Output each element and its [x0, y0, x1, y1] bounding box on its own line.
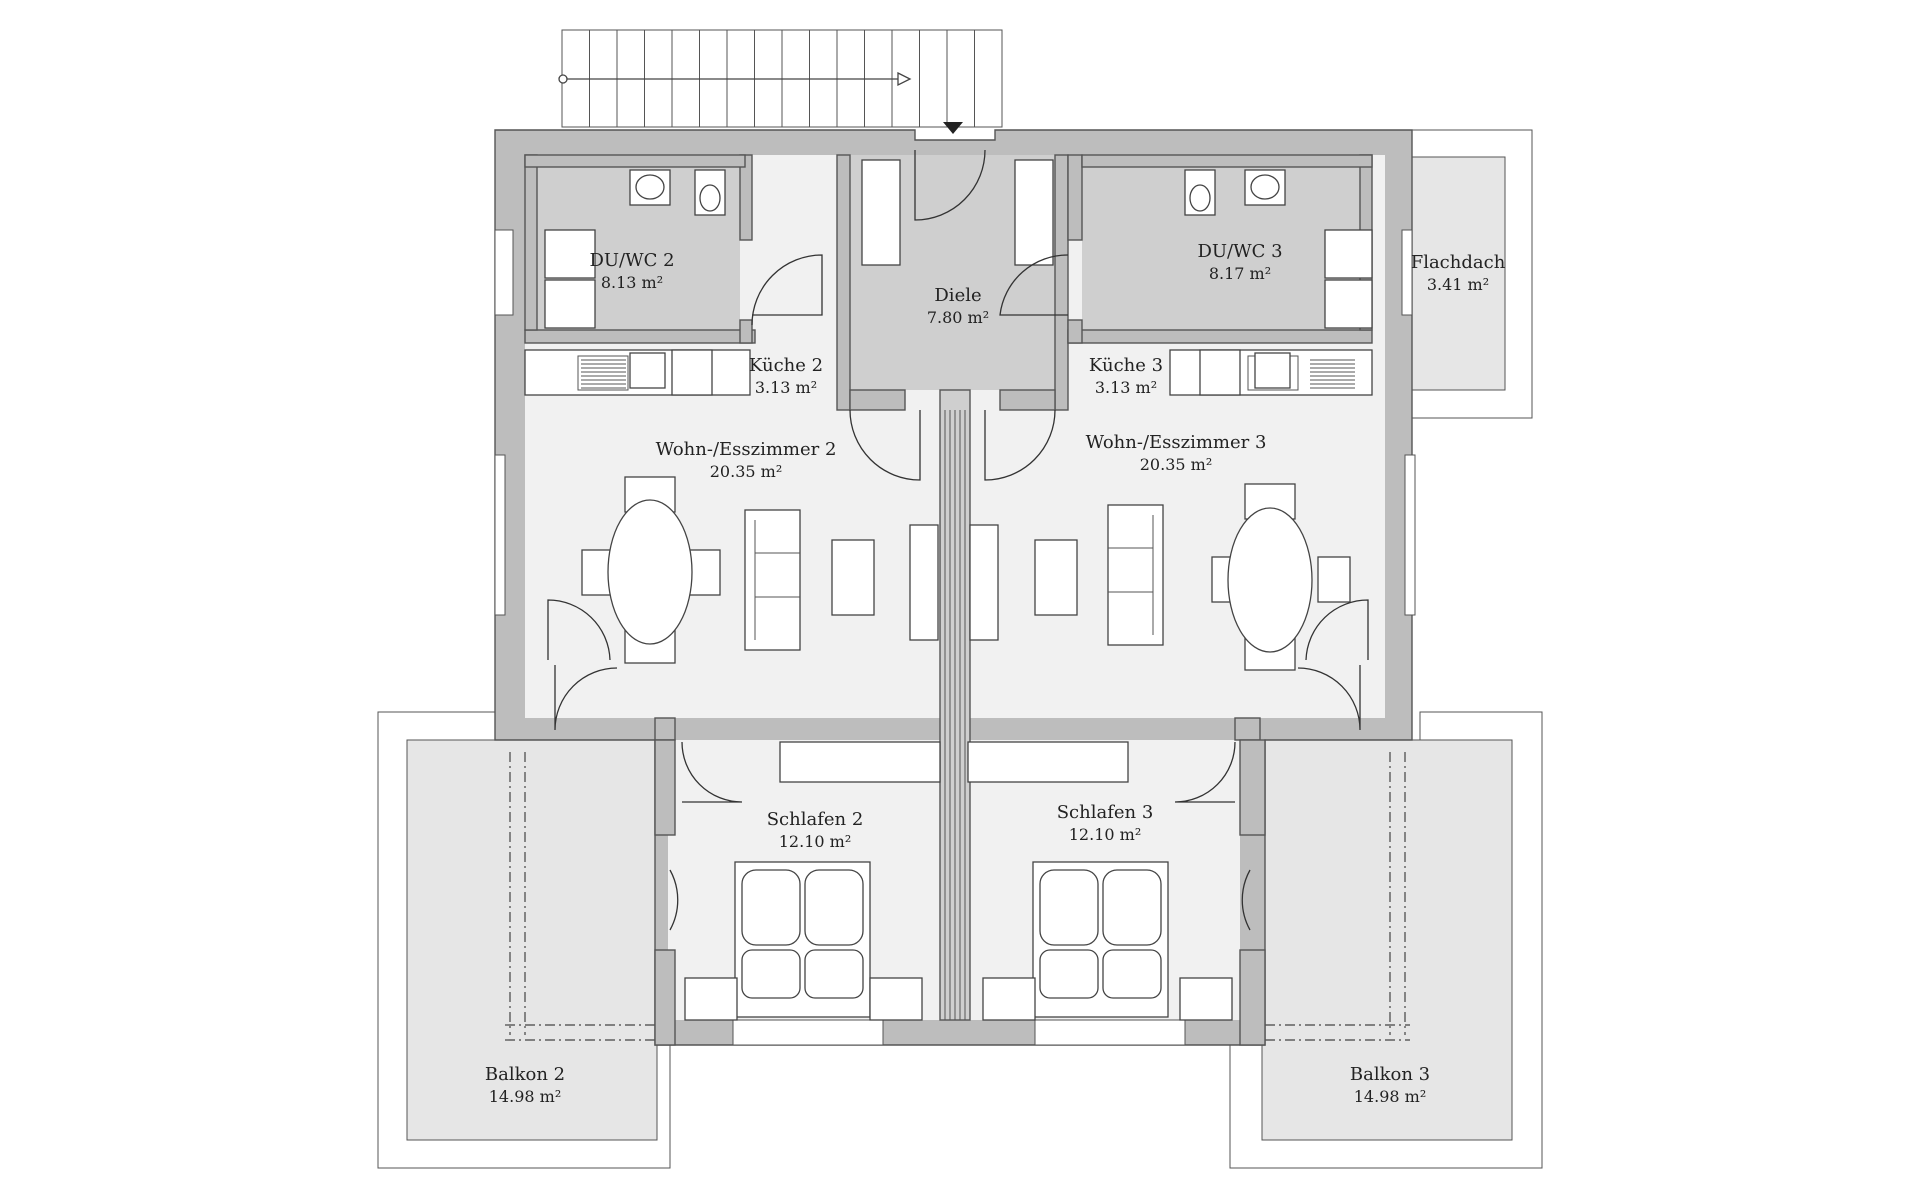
- bath-2-fixtures: [544, 169, 726, 329]
- kitchen-2-counter: [524, 349, 751, 396]
- balkon3-area: 14.98 m²: [1354, 1087, 1426, 1106]
- wohn2-area: 20.35 m²: [710, 462, 782, 481]
- interior-walls: [494, 154, 1416, 1046]
- wohn3-name: Wohn-/Esszimmer 3: [1086, 432, 1267, 453]
- balcony-2: [377, 711, 671, 1169]
- schlafen2-name: Schlafen 2: [767, 809, 864, 830]
- duwc2-name: DU/WC 2: [589, 250, 674, 271]
- wohn3-area: 20.35 m²: [1140, 455, 1212, 474]
- balkon2-area: 14.98 m²: [489, 1087, 561, 1106]
- room-labels: DU/WC 2 8.13 m² DU/WC 3 8.17 m² Diele 7.…: [485, 241, 1506, 1106]
- staircase: [558, 29, 1003, 134]
- living-2-furniture: [581, 476, 939, 664]
- living-3-furniture: [969, 483, 1351, 671]
- duwc2-area: 8.13 m²: [601, 273, 663, 292]
- diele-area: 7.80 m²: [927, 308, 989, 327]
- balkon3-name: Balkon 3: [1350, 1064, 1430, 1085]
- duwc3-area: 8.17 m²: [1209, 264, 1271, 283]
- duwc3-name: DU/WC 3: [1197, 241, 1282, 262]
- bedroom-3-furniture: [967, 741, 1233, 1021]
- balkon2-name: Balkon 2: [485, 1064, 565, 1085]
- bath-3-fixtures: [1184, 169, 1373, 329]
- floor-duwc3: [1082, 155, 1372, 330]
- schlafen2-area: 12.10 m²: [779, 832, 851, 851]
- schlafen3-area: 12.10 m²: [1069, 825, 1141, 844]
- diele-wardrobes: [861, 159, 1054, 266]
- wohn2-name: Wohn-/Esszimmer 2: [656, 439, 837, 460]
- doors: [547, 149, 1369, 931]
- kueche3-name: Küche 3: [1089, 355, 1163, 376]
- balcony-3: [1229, 711, 1543, 1169]
- flat-roof: [1394, 129, 1533, 419]
- bedroom-2-furniture: [684, 741, 941, 1021]
- kueche2-area: 3.13 m²: [755, 378, 817, 397]
- kueche3-area: 3.13 m²: [1095, 378, 1157, 397]
- flachdach-name: Flachdach: [1411, 252, 1506, 273]
- schlafen3-name: Schlafen 3: [1057, 802, 1154, 823]
- kitchen-3-counter: [1169, 349, 1373, 396]
- kueche2-name: Küche 2: [749, 355, 823, 376]
- flachdach-area: 3.41 m²: [1427, 275, 1489, 294]
- diele-name: Diele: [934, 285, 981, 306]
